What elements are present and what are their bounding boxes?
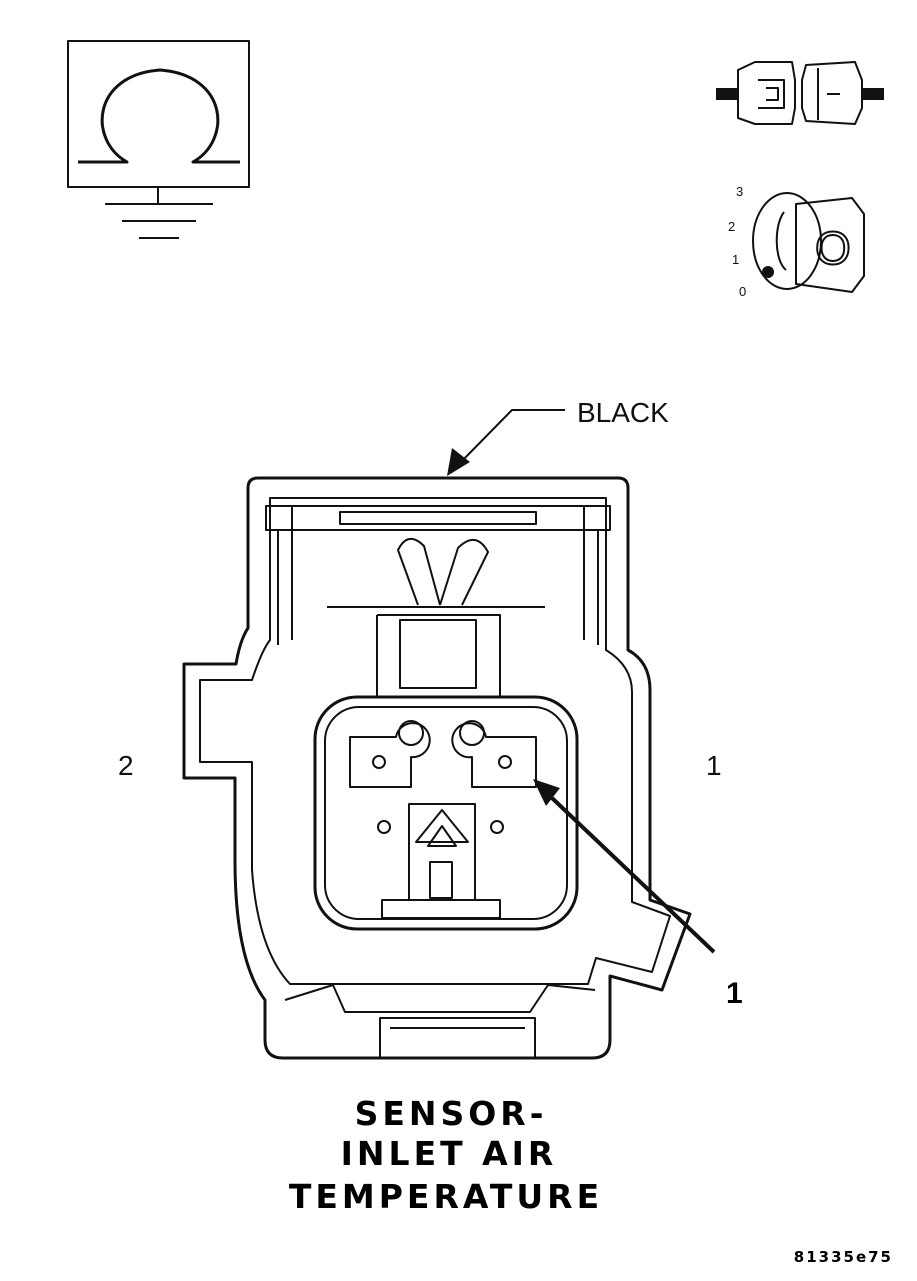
ignition-position-2: 2 bbox=[728, 219, 735, 234]
disconnected-connector-icon bbox=[716, 61, 884, 125]
connector-face bbox=[182, 476, 692, 1060]
title-line-1: SENSOR- bbox=[355, 1094, 548, 1133]
figure-code: 81335e75 bbox=[794, 1248, 893, 1266]
ignition-key-off-icon: 3 2 1 0 O bbox=[728, 184, 865, 299]
callout-leader bbox=[533, 779, 716, 954]
title-line-3: TEMPERATURE bbox=[289, 1177, 603, 1216]
ohmmeter-to-ground-icon bbox=[67, 40, 250, 239]
wire-color-leader bbox=[447, 409, 565, 476]
ignition-position-1: 1 bbox=[732, 252, 739, 267]
callout-number: 1 bbox=[726, 977, 743, 1010]
wire-color-label: BLACK bbox=[577, 397, 669, 428]
title-line-2: INLET AIR bbox=[341, 1134, 558, 1173]
ignition-key-letter: O bbox=[815, 222, 851, 274]
cavity-1-label: 1 bbox=[706, 750, 722, 781]
ignition-position-0: 0 bbox=[739, 284, 746, 299]
cavity-2-label: 2 bbox=[118, 750, 134, 781]
ignition-position-3: 3 bbox=[736, 184, 743, 199]
